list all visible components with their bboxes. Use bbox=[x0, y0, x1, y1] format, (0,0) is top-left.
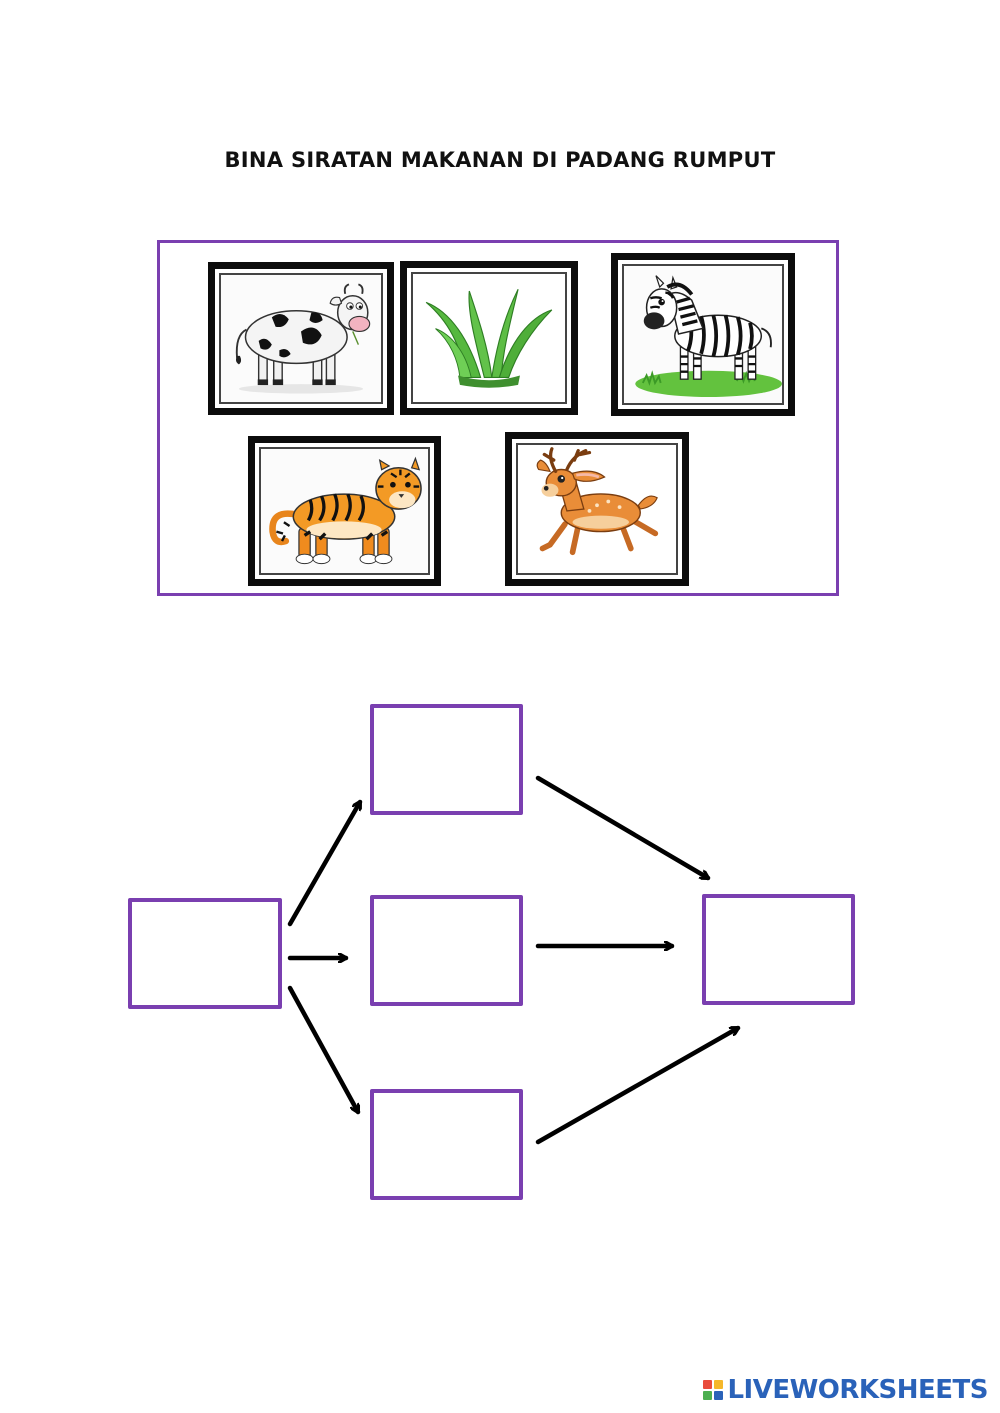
tiger-card[interactable] bbox=[248, 436, 441, 586]
arrow-bottom-to-predator bbox=[535, 1025, 738, 1145]
deer-card[interactable] bbox=[505, 432, 689, 586]
drop-slot-consumer-middle[interactable] bbox=[370, 895, 523, 1006]
cow-card[interactable] bbox=[208, 262, 394, 415]
drop-slot-producer[interactable] bbox=[128, 898, 282, 1009]
zebra-icon bbox=[624, 266, 782, 403]
drop-slot-predator[interactable] bbox=[702, 894, 855, 1005]
logo-text: LIVEWORKSHEETS bbox=[727, 1375, 988, 1405]
liveworksheets-logo: LIVEWORKSHEETS bbox=[703, 1375, 988, 1405]
tiger-icon bbox=[261, 449, 428, 573]
drop-slot-consumer-top[interactable] bbox=[370, 704, 523, 815]
image-bank bbox=[157, 240, 839, 596]
arrow-producer-to-bottom bbox=[287, 985, 361, 1112]
grass-card[interactable] bbox=[400, 261, 578, 415]
logo-grid-icon bbox=[703, 1380, 724, 1400]
worksheet-title: BINA SIRATAN MAKANAN DI PADANG RUMPUT bbox=[224, 148, 776, 172]
zebra-card[interactable] bbox=[611, 253, 795, 416]
deer-icon bbox=[518, 445, 676, 573]
drop-slot-consumer-bottom[interactable] bbox=[370, 1089, 523, 1200]
arrow-top-to-predator bbox=[535, 775, 708, 881]
arrow-producer-to-top bbox=[287, 802, 363, 927]
grass-icon bbox=[413, 274, 565, 402]
cow-icon bbox=[221, 275, 381, 402]
